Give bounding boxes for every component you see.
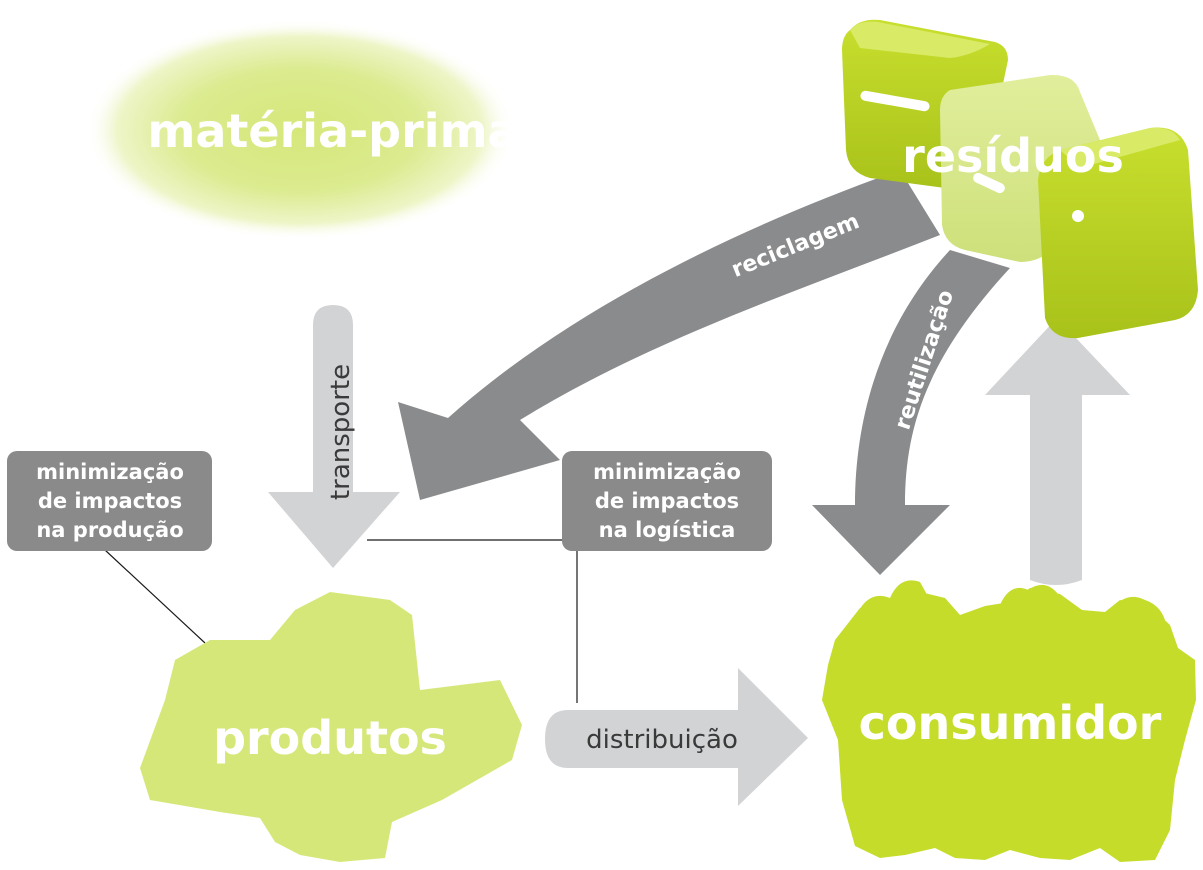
reutilizacao-arrow: reutilização [812,250,1010,575]
descarte-arrow [985,318,1130,585]
transporte-label: transporte [326,364,356,500]
produtos-label: produtos [213,711,447,765]
box-logistica-line1: minimização [593,460,741,484]
consumidor-label: consumidor [859,696,1162,750]
residuos-label: resíduos [902,129,1124,183]
connector-lines [104,539,578,703]
distribuicao-label: distribuição [586,725,738,755]
residuos-node: resíduos [842,19,1198,339]
box-logistica: minimização de impactos na logística [562,451,772,551]
box-logistica-line3: na logística [599,518,736,542]
box-producao: minimização de impactos na produção [7,451,212,551]
box-producao-line3: na produção [36,518,183,542]
consumidor-node: consumidor [822,580,1196,862]
box-producao-line2: de impactos [38,489,182,513]
materia-prima-node: matéria-prima [85,20,519,240]
transporte-arrow: transporte [268,305,400,568]
distribuicao-arrow: distribuição [545,668,808,806]
materia-prima-label: matéria-prima [147,104,518,158]
box-producao-line1: minimização [36,460,184,484]
produtos-node: produtos [140,592,522,862]
box-logistica-line2: de impactos [595,489,739,513]
